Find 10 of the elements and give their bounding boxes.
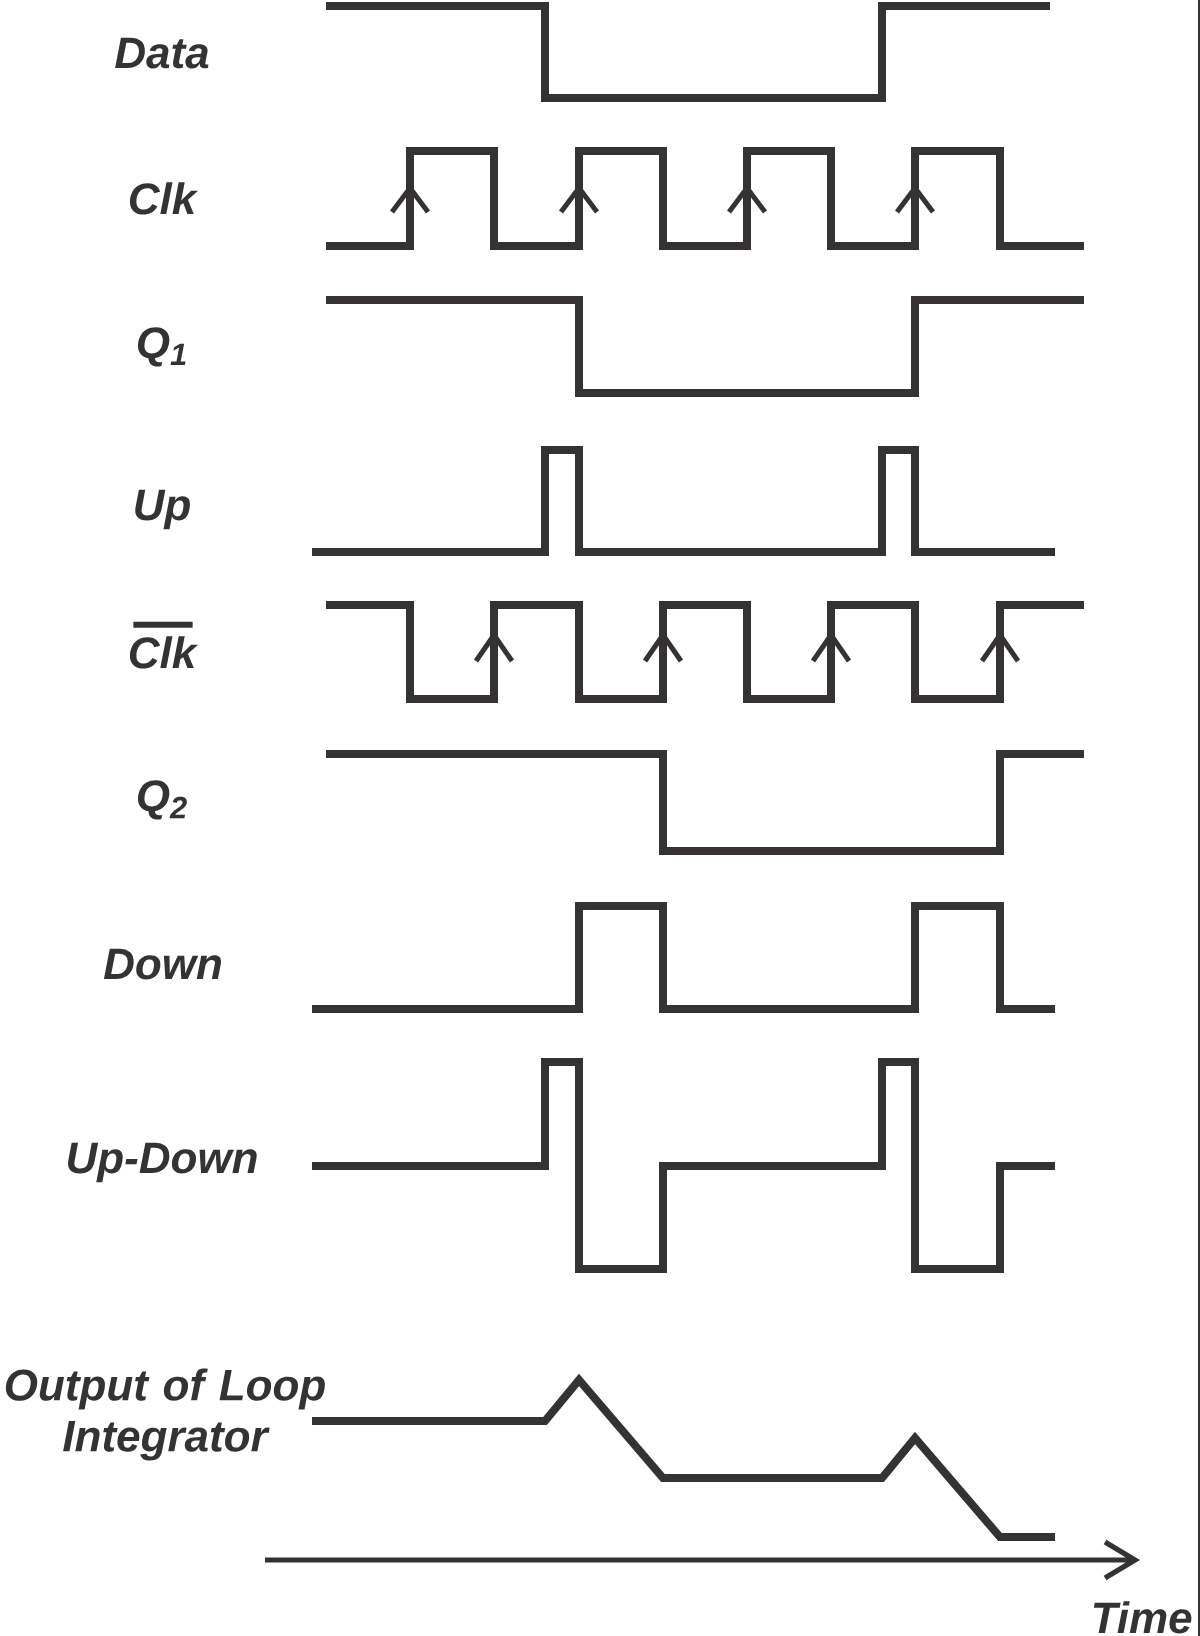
signal-label: Clk (129, 621, 199, 669)
signal-label: Up (135, 489, 190, 530)
signal-label: Q$_{1}$ (138, 327, 186, 367)
signal-label: Down (103, 948, 222, 980)
signal-label: Up-Down (68, 1142, 257, 1183)
signal-label: Output of Loop Integrator (5, 1368, 325, 1461)
signal-label: Q$_{2}$ (138, 780, 187, 820)
signal-label: Data (115, 37, 209, 69)
signal-label: Clk (129, 182, 199, 215)
signal-label: Time (1093, 1601, 1192, 1634)
